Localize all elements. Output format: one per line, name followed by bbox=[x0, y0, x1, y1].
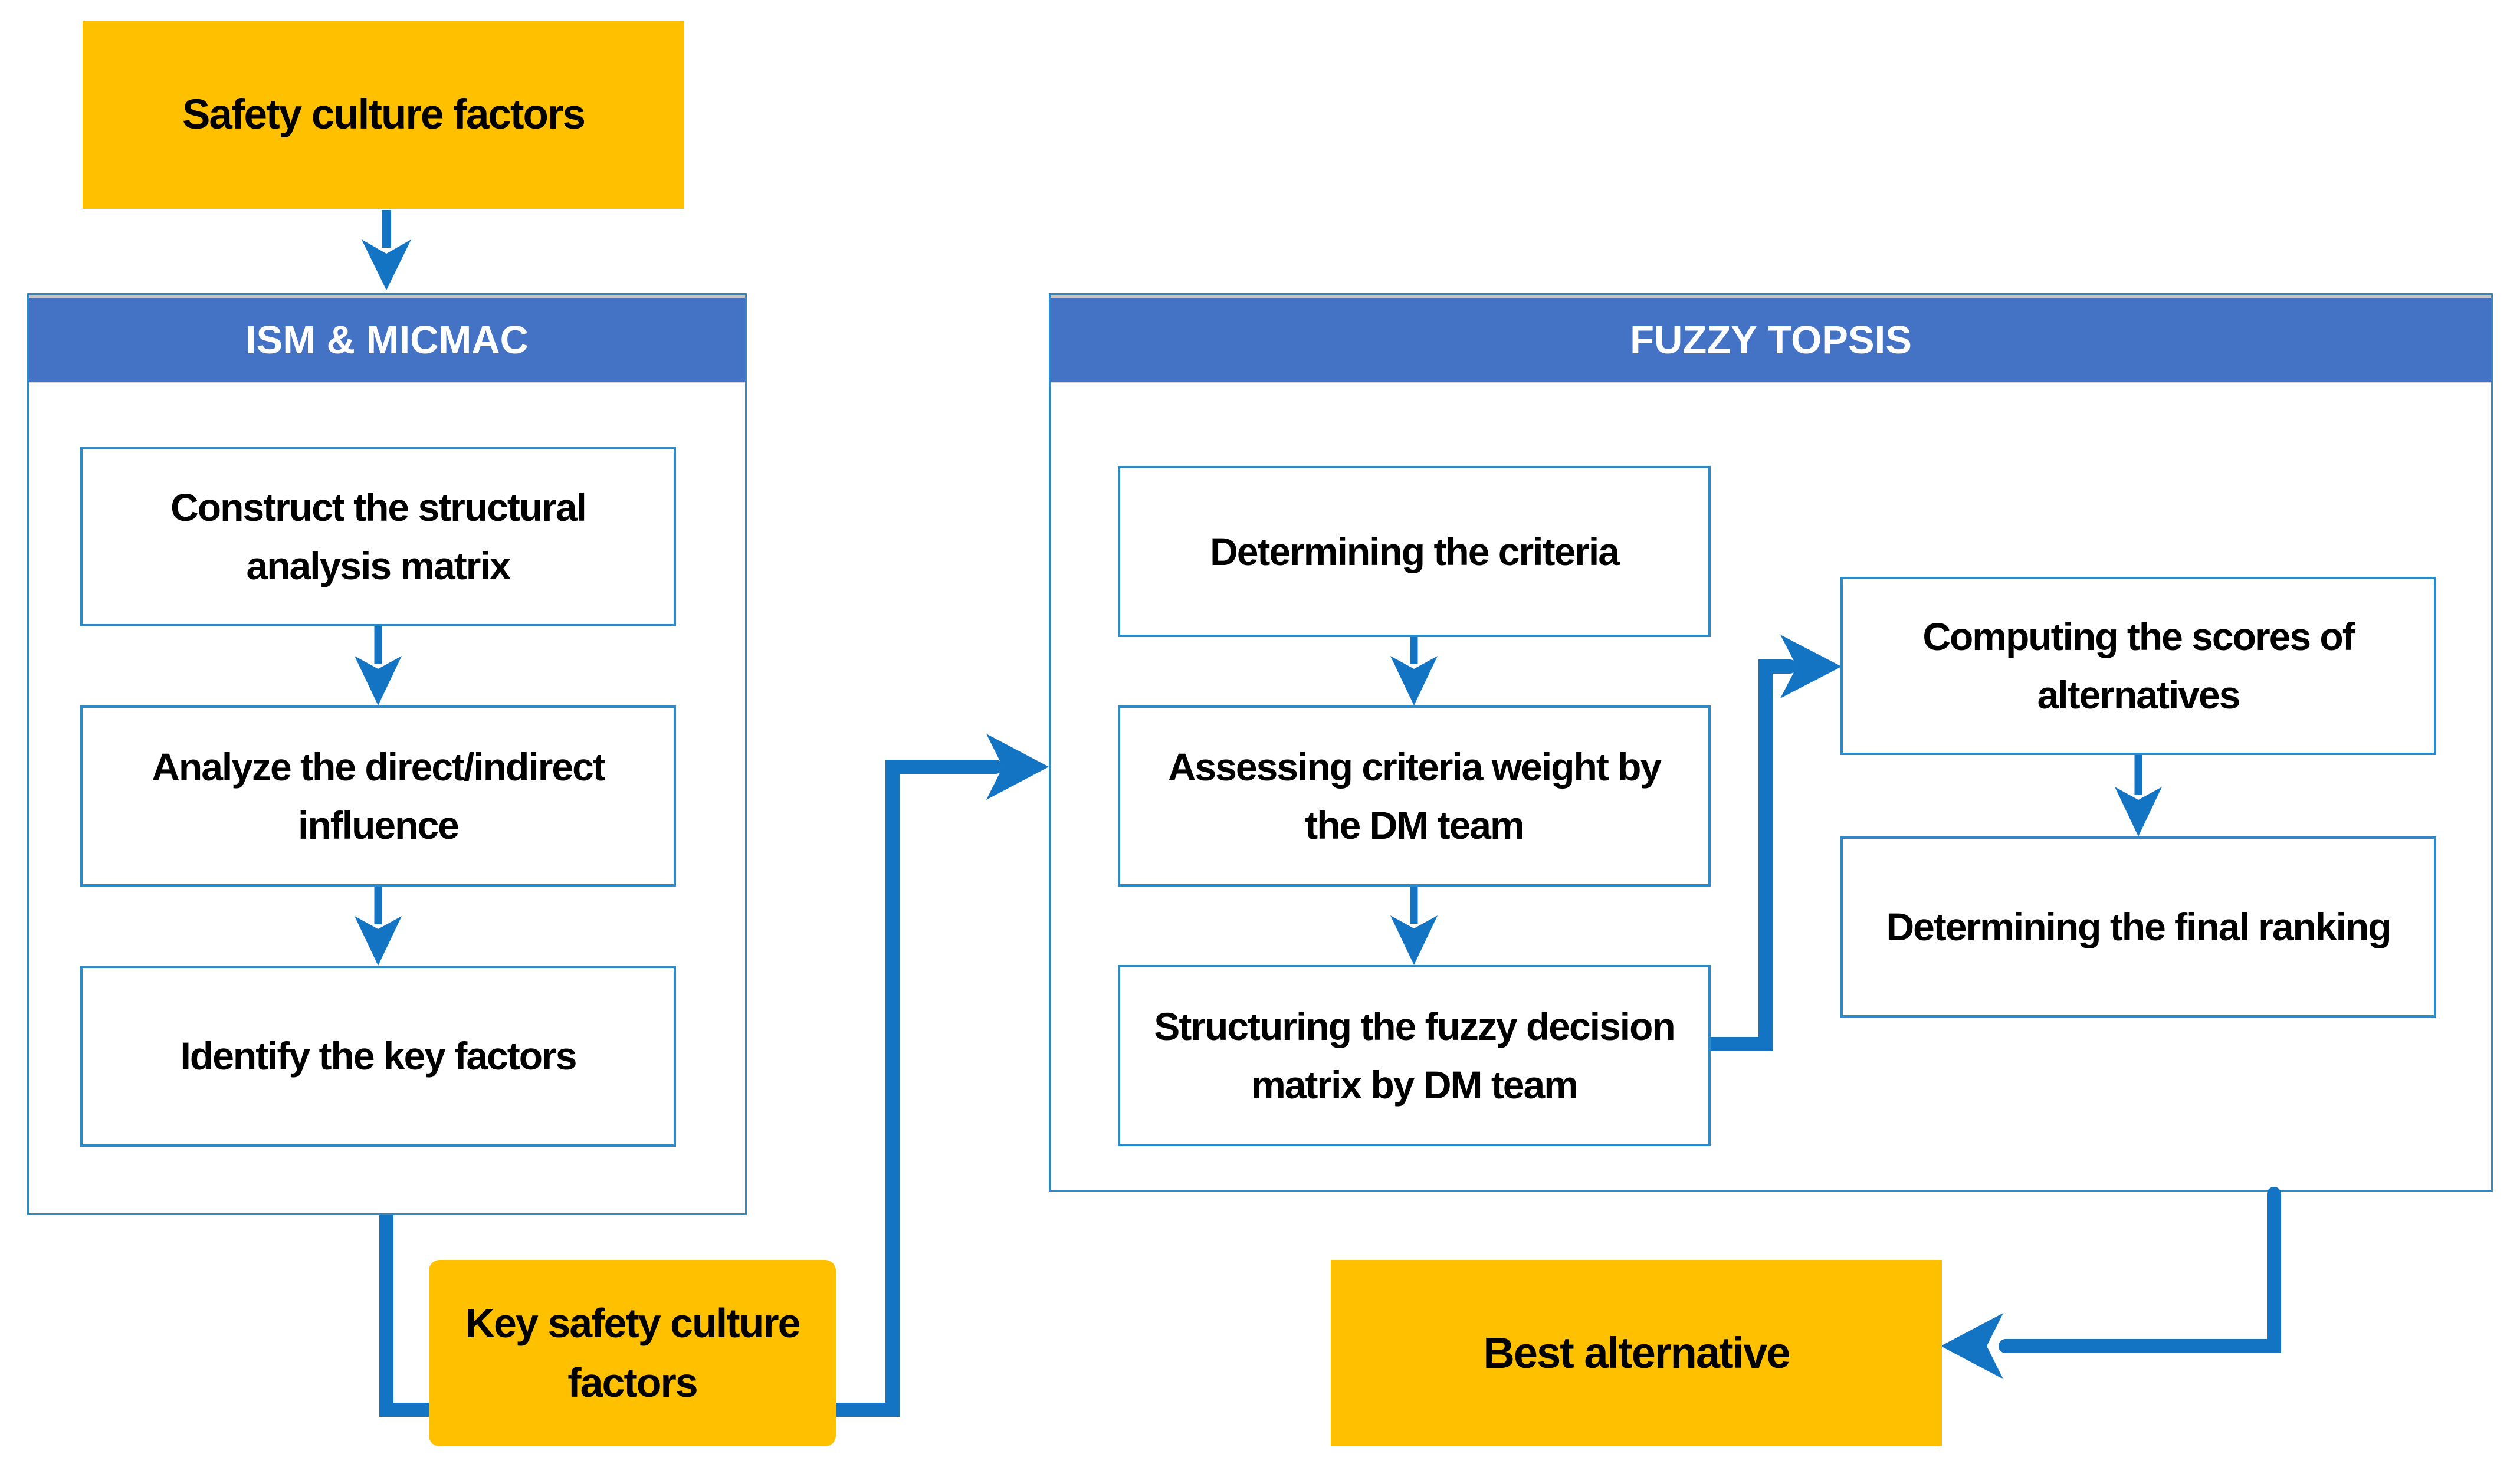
key-safety-culture-factors-label: Key safety culture factors bbox=[465, 1299, 800, 1406]
connector-matrix-to-computing bbox=[1705, 635, 1842, 1051]
step-label: Analyze the direct/indirect influence bbox=[152, 744, 606, 847]
step-analyze-influence: Analyze the direct/indirect influence bbox=[80, 705, 676, 887]
step-label: Determining the criteria bbox=[1210, 529, 1620, 573]
step-structuring-fuzzy-matrix: Structuring the fuzzy decision matrix by… bbox=[1118, 965, 1711, 1146]
arrow-construct-to-analyze-icon bbox=[355, 626, 402, 705]
step-determining-criteria: Determining the criteria bbox=[1118, 466, 1711, 637]
arrow-safety-to-ism-icon bbox=[362, 210, 411, 290]
step-computing-scores: Computing the scores of alternatives bbox=[1840, 577, 2436, 755]
ism-micmac-title: ISM & MICMAC bbox=[245, 317, 529, 362]
connector-fuzzy-to-best bbox=[1941, 1187, 2281, 1379]
safety-culture-factors-label: Safety culture factors bbox=[182, 91, 586, 138]
safety-culture-factors-node: Safety culture factors bbox=[83, 21, 684, 209]
key-safety-culture-factors-node: Key safety culture factors bbox=[429, 1260, 836, 1446]
best-alternative-node: Best alternative bbox=[1331, 1260, 1942, 1446]
best-alternative-label: Best alternative bbox=[1483, 1328, 1790, 1378]
fuzzy-topsis-title: FUZZY TOPSIS bbox=[1630, 317, 1912, 362]
fuzzy-topsis-panel-header: FUZZY TOPSIS bbox=[1051, 295, 2491, 383]
arrow-analyze-to-identify-icon bbox=[355, 887, 402, 966]
step-identify-key-factors: Identify the key factors bbox=[80, 966, 676, 1147]
step-determining-final-ranking: Determining the final ranking bbox=[1840, 836, 2436, 1018]
step-label: Determining the final ranking bbox=[1886, 905, 2391, 948]
step-label: Computing the scores of alternatives bbox=[1922, 615, 2355, 717]
arrow-weight-to-matrix-icon bbox=[1390, 887, 1438, 965]
step-label: Identify the key factors bbox=[180, 1034, 578, 1078]
arrow-computing-to-ranking-icon bbox=[2115, 755, 2162, 836]
step-assessing-criteria-weight: Assessing criteria weight by the DM team bbox=[1118, 705, 1711, 887]
ism-micmac-panel-header: ISM & MICMAC bbox=[29, 295, 745, 383]
step-construct-structural-matrix: Construct the structural analysis matrix bbox=[80, 447, 676, 626]
step-label: Structuring the fuzzy decision matrix by… bbox=[1154, 1004, 1675, 1107]
arrow-criteria-to-weight-icon bbox=[1390, 637, 1438, 705]
step-label: Construct the structural analysis matrix bbox=[170, 485, 587, 587]
step-label: Assessing criteria weight by the DM team bbox=[1167, 744, 1662, 847]
